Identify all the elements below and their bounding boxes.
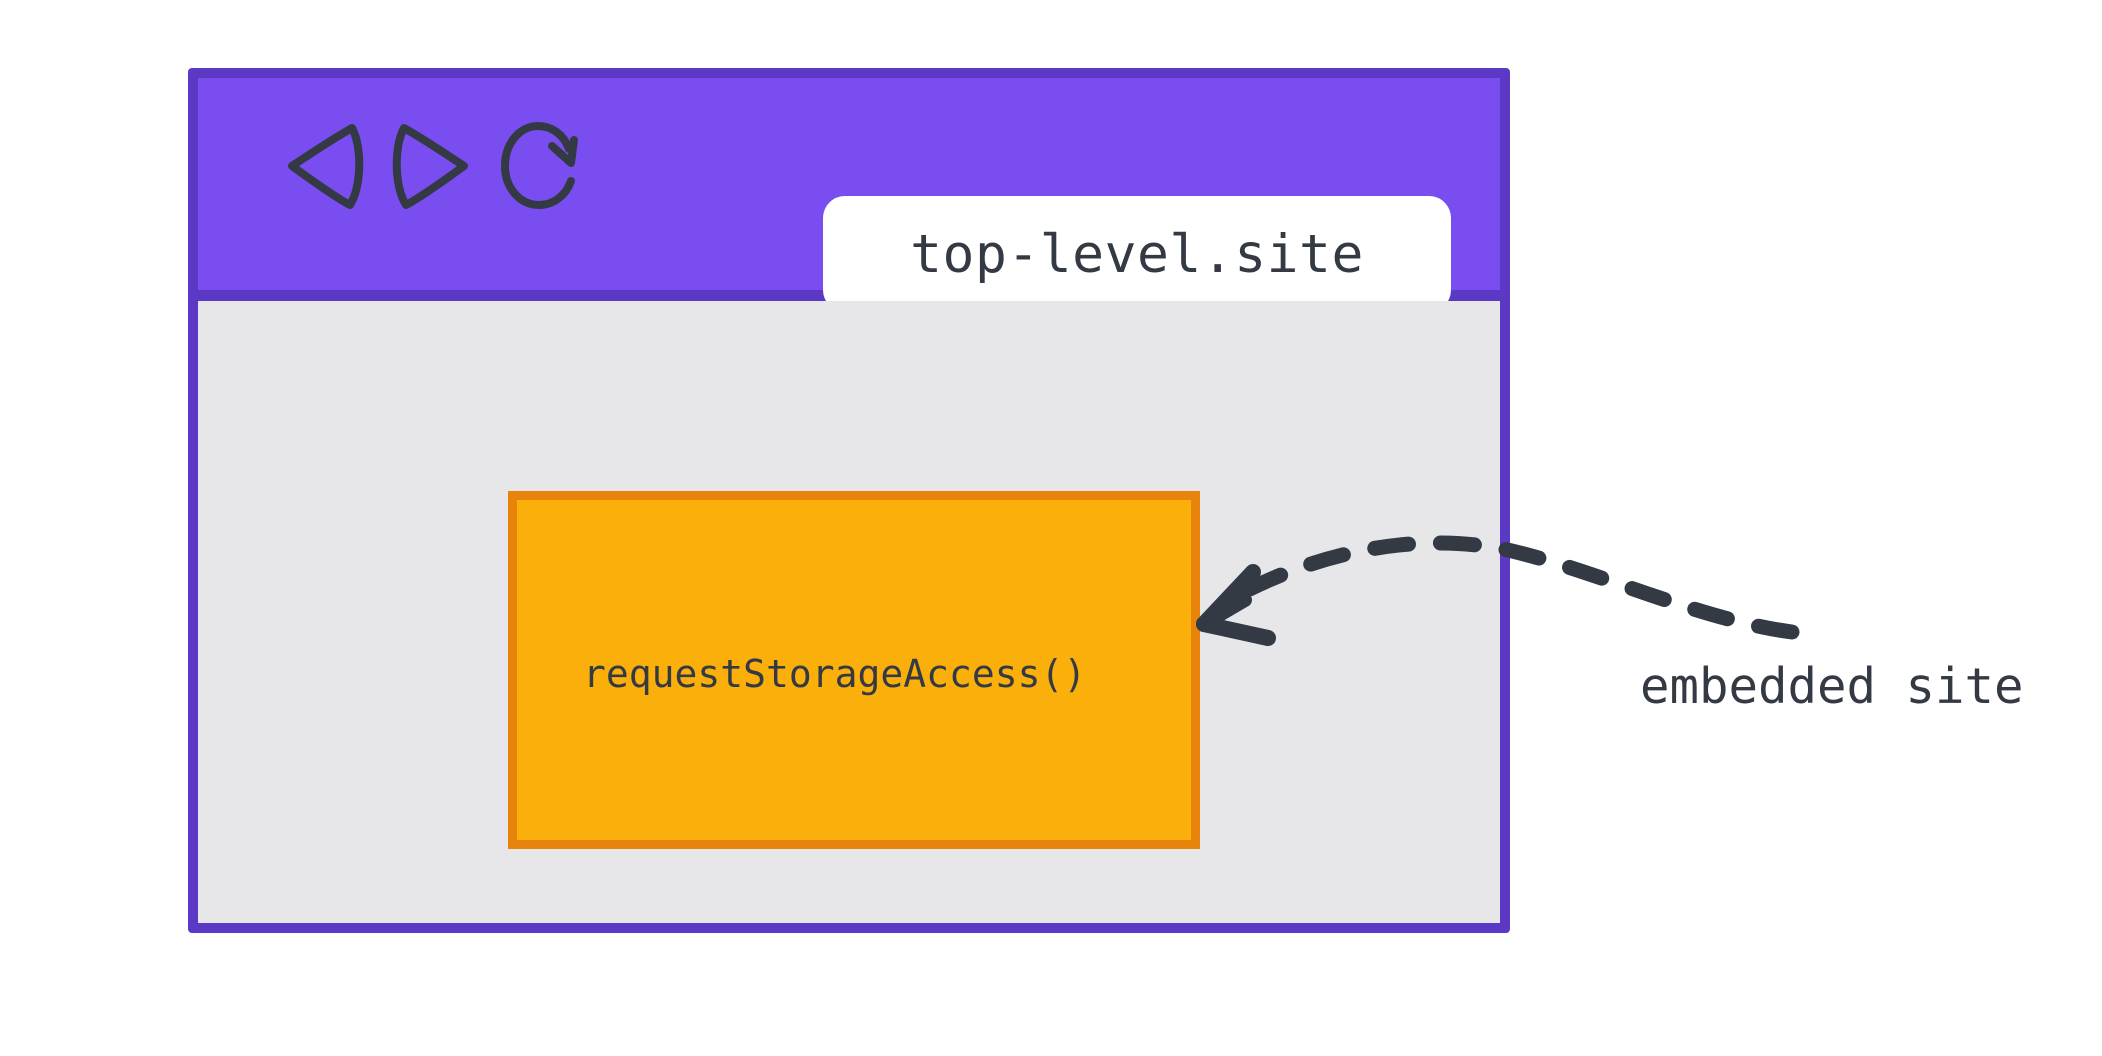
back-arrow-icon [288,124,364,209]
url-bar[interactable]: top-level.site [823,196,1451,312]
forward-arrow-icon [392,124,468,209]
embedded-site-frame-inner: requestStorageAccess() [517,500,1191,840]
embedded-site-frame[interactable]: requestStorageAccess() [508,491,1200,849]
browser-nav-controls [278,116,598,216]
url-text: top-level.site [910,223,1364,285]
back-button[interactable] [278,116,370,216]
reload-icon [501,122,578,209]
request-storage-access-label: requestStorageAccess() [583,652,1087,696]
reload-button[interactable] [494,116,586,216]
embedded-site-annotation-label: embedded site [1640,658,2024,715]
browser-toolbar: top-level.site [198,78,1500,312]
forward-button[interactable] [386,116,478,216]
